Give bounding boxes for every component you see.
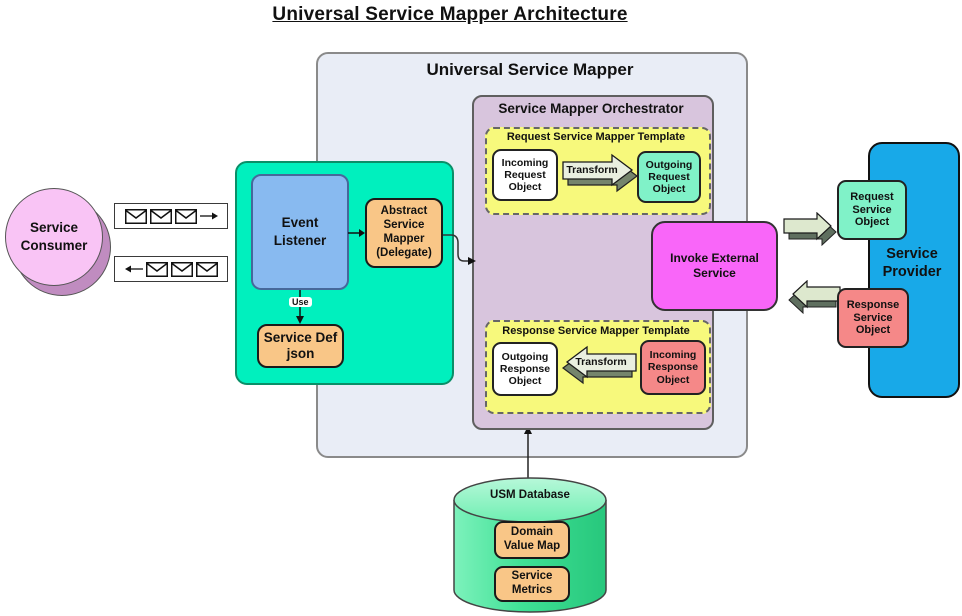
service-provider-label: Service Provider (882, 246, 942, 281)
envelope-icon (145, 261, 168, 277)
response-service-object-node: Response Service Object (837, 288, 909, 348)
use-arrow-down-icon (296, 290, 304, 324)
envelope-icon (149, 208, 172, 224)
response-messages-strip (114, 256, 228, 282)
incoming-request-object-node: Incoming Request Object (492, 149, 558, 201)
universal-service-mapper-title: Universal Service Mapper (426, 60, 634, 79)
outgoing-request-object-node: Outgoing Request Object (637, 151, 701, 203)
block-arrow-left-icon (788, 280, 841, 314)
diagram-title: Universal Service Mapper Architecture (272, 4, 628, 25)
service-consumer-node: Service Consumer (5, 188, 103, 286)
response-template-title: Response Service Mapper Template (502, 325, 690, 337)
request-transform-label: Transform (566, 164, 618, 176)
abstract-service-mapper-node: Abstract Service Mapper (Delegate) (365, 198, 443, 268)
event-listener-node: Event Listener (251, 174, 349, 290)
outgoing-response-object-node: Outgoing Response Object (492, 342, 558, 396)
request-messages-strip (114, 203, 228, 229)
request-service-object-node: Request Service Object (837, 180, 907, 240)
curved-connector-arrow-icon (443, 234, 476, 265)
envelope-icon (124, 208, 147, 224)
envelope-icon (174, 208, 197, 224)
request-template-title: Request Service Mapper Template (506, 131, 686, 143)
response-transform-label: Transform (575, 356, 627, 368)
use-label: Use (289, 297, 312, 307)
invoke-external-service-node: Invoke External Service (651, 221, 778, 311)
arrow-right-icon (199, 212, 218, 220)
usm-database-label: USM Database (490, 489, 570, 501)
block-arrow-right-icon (783, 212, 837, 246)
arrow-left-icon (124, 265, 143, 273)
arrow-right-icon (348, 229, 365, 237)
incoming-response-object-node: Incoming Response Object (640, 340, 706, 395)
orchestrator-title: Service Mapper Orchestrator (498, 101, 684, 116)
service-metrics-node: Service Metrics (494, 566, 570, 602)
envelope-icon (195, 261, 218, 277)
domain-value-map-node: Domain Value Map (494, 521, 570, 559)
block-arrow-right-icon (562, 153, 638, 193)
block-arrow-left-icon (562, 345, 637, 385)
service-def-json-node: Service Def json (257, 324, 344, 368)
envelope-icon (170, 261, 193, 277)
